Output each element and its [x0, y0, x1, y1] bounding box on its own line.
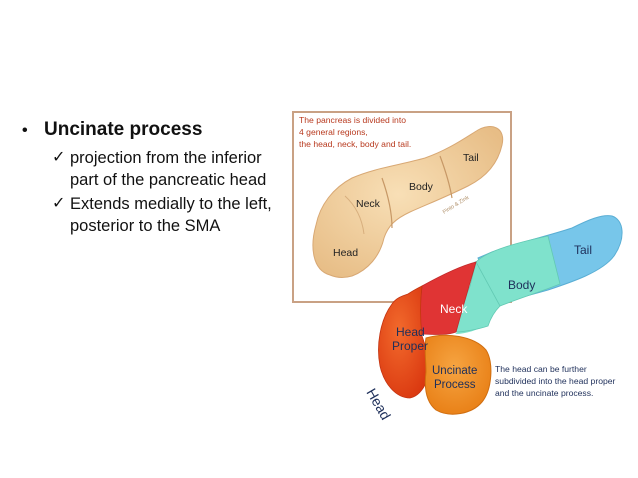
note-line: and the uncinate process. — [495, 388, 593, 398]
top-label-neck: Neck — [356, 198, 381, 210]
bottom-label-head-proper: Proper — [392, 339, 428, 353]
subpoint-text: projection from the inferior part of the… — [70, 149, 267, 189]
head-proper-region — [378, 285, 431, 399]
body-region-upper — [475, 235, 561, 307]
top-label-head: Head — [333, 247, 358, 259]
bottom-label-head-proper: Head — [396, 325, 425, 339]
bottom-label-tail: Tail — [574, 243, 592, 257]
bullet-marker: • — [22, 122, 28, 139]
top-boundary-line — [381, 177, 393, 229]
uncinate-process-region — [424, 334, 492, 415]
top-boundary-line — [439, 155, 453, 199]
bottom-label-uncinate: Process — [434, 379, 476, 391]
bottom-label-head: Head — [363, 386, 394, 423]
caption-line: 4 general regions, — [299, 127, 368, 137]
note-line: subdivided into the head proper — [495, 376, 616, 386]
checkmark-icon: ✓ — [52, 195, 66, 212]
tan-pancreas-shape — [312, 126, 504, 278]
subpoint: ✓ projection from the inferior part of t… — [52, 147, 292, 191]
top-caption: The pancreas is divided into 4 general r… — [299, 115, 411, 149]
top-fold-line — [344, 195, 365, 235]
subpoint: ✓ Extends medially to the left, posterio… — [52, 193, 292, 237]
bottom-label-uncinate: Uncinate — [432, 365, 477, 377]
caption-line: The pancreas is divided into — [299, 115, 406, 125]
caption-line: the head, neck, body and tail. — [299, 139, 411, 149]
bullet-heading: Uncinate process — [44, 119, 203, 140]
top-label-body: Body — [409, 181, 434, 193]
top-label-tail: Tail — [463, 152, 479, 164]
bottom-label-body: Body — [508, 278, 535, 292]
bottom-label-neck: Neck — [440, 302, 468, 316]
bottom-note: The head can be further subdivided into … — [495, 364, 616, 398]
note-line: The head can be further — [495, 364, 587, 374]
bottom-diagram: Tail Body Neck Head Proper Uncinate Proc… — [363, 215, 623, 423]
bullet-heading-row: • Uncinate process — [22, 116, 292, 145]
bullet-list: • Uncinate process ✓ projection from the… — [22, 116, 292, 237]
checkmark-icon: ✓ — [52, 149, 66, 166]
subpoint-text: Extends medially to the left, posterior … — [70, 195, 272, 235]
